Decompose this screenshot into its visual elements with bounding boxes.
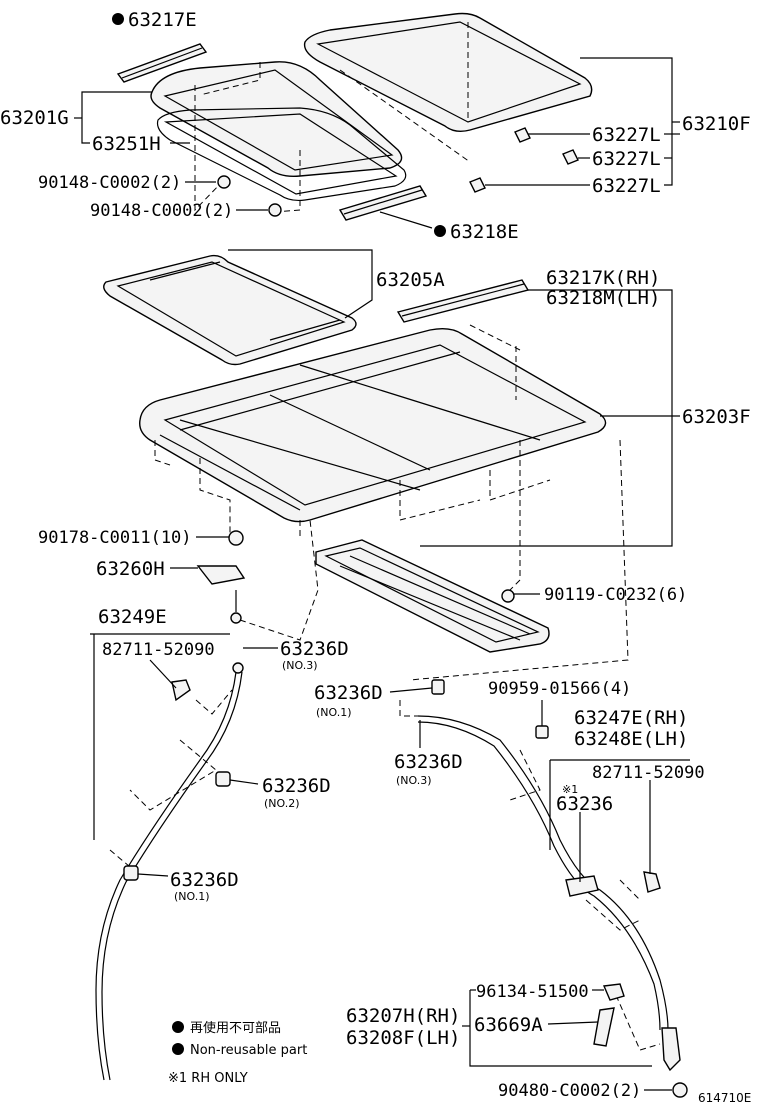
part-number-63248e: 63248E(LH) [574,728,688,750]
part-number-63208f: 63208F(LH) [346,1027,460,1049]
part-number-63201g: 63201G [0,107,69,129]
part-sub-no3-top: (NO.3) [282,659,318,672]
clip-90178-part [228,530,244,546]
part-number-90148-b: 90148-C0002(2) [90,201,233,221]
legend-note-text: ※1 RH ONLY [168,1071,248,1086]
joint-63236d-part [431,679,445,695]
glass-seal-part [156,107,407,202]
leader-lines [74,57,690,1091]
guide-line [274,150,301,213]
guide-line [239,519,319,641]
part-number-63203f: 63203F [682,406,751,428]
part-number-90148-a: 90148-C0002(2) [38,173,181,193]
left-drain-hose [95,671,237,1081]
cap-90480-part [672,1082,688,1098]
part-number-90178: 90178-C0011(10) [38,528,192,548]
part-sub-no1-right: (NO.1) [316,706,352,719]
part-number-63236d-no3-top: 63236D [280,638,349,660]
part-number-82711-b: 82711-52090 [592,763,705,783]
guide-line [129,739,217,811]
housing-frame-part [139,324,607,591]
guide-line [585,899,641,931]
guide-line [199,62,261,96]
joint-63236d-part [232,662,244,674]
part-number-63669a: 63669A [474,1014,543,1036]
legend-dot-en [172,1043,184,1055]
bracket-63260h-part [196,565,246,624]
guide-line [195,689,233,715]
clip-63227l-part [469,127,579,193]
sunroof-glass-part [150,61,403,178]
right-drain-hose [417,715,669,1031]
part-number-63247e: 63247E(RH) [574,707,688,729]
clip-96134-part [602,983,625,1001]
part-number-90480: 90480-C0002(2) [498,1081,641,1101]
part-number-63236d-no3-right: 63236D [394,751,463,773]
part-number-82711-a: 82711-52090 [102,640,215,660]
guide-line [509,749,541,801]
guide-line [619,879,641,901]
deflector-frame-part [303,12,593,163]
part-number-63227l-3: 63227L [592,175,661,197]
part-number-63210f: 63210F [682,113,751,135]
part-sub-no1-left: (NO.1) [174,890,210,903]
part-number-96134: 96134-51500 [476,982,589,1002]
grommet-90959-part [535,725,549,739]
part-number-63236d-no2: 63236D [262,775,331,797]
part-number-63205a: 63205A [376,269,445,291]
clamp-63236-part [565,875,599,897]
part-number-63236d-no1-left: 63236D [170,869,239,891]
sunshade-part [103,254,357,366]
part-number-63260h: 63260H [96,558,165,580]
weatherstrip-63217e-part [116,43,208,83]
bolt-90119-part [501,589,515,603]
part-number-63227l-2: 63227L [592,148,661,170]
joint-63236d-part [215,771,231,787]
part-number-63251h: 63251H [92,133,161,155]
legend-en-text: Non-reusable part [190,1043,307,1058]
bolt-90148-part [217,175,282,217]
guide-line [109,849,137,873]
note-mark: ※1 [562,783,578,796]
hose-joint-63669a-part [593,1007,615,1047]
part-sub-no3-right: (NO.3) [396,774,432,787]
legend-jp-text: 再使用不可部品 [190,1020,281,1036]
part-number-63218m: 63218M(LH) [546,287,660,309]
part-number-90959: 90959-01566(4) [488,679,631,699]
guide-line [409,439,629,681]
guide-line [399,700,418,717]
right-drain-hose [417,721,661,1031]
guide-line [611,985,661,1051]
joint-63236d-part [123,865,139,881]
clamp-82711-part [643,871,661,893]
part-number-63249e: 63249E [98,606,167,628]
left-drain-hose [101,671,243,1081]
non-reusable-mark [112,13,124,25]
part-number-63227l-1: 63227L [592,124,661,146]
guide-line [194,85,223,212]
hose-end-part [661,1027,681,1072]
non-reusable-mark [434,225,446,237]
legend-dot-jp [172,1021,184,1033]
part-number-63217e: 63217E [128,9,197,31]
drive-unit-part [315,539,550,653]
part-number-90119: 90119-C0232(6) [544,585,687,605]
diagram-reference-code: 614710E [698,1091,751,1105]
part-number-63236: 63236 [556,793,613,815]
part-number-63218e: 63218E [450,221,519,243]
part-number-63217k: 63217K(RH) [546,267,660,289]
part-number-63207h: 63207H(RH) [346,1005,460,1027]
weatherstrip-63218e-part [338,185,428,221]
part-number-63236d-no1-right: 63236D [314,682,383,704]
part-sub-no2: (NO.2) [264,797,300,810]
clamp-82711-part [171,679,191,702]
